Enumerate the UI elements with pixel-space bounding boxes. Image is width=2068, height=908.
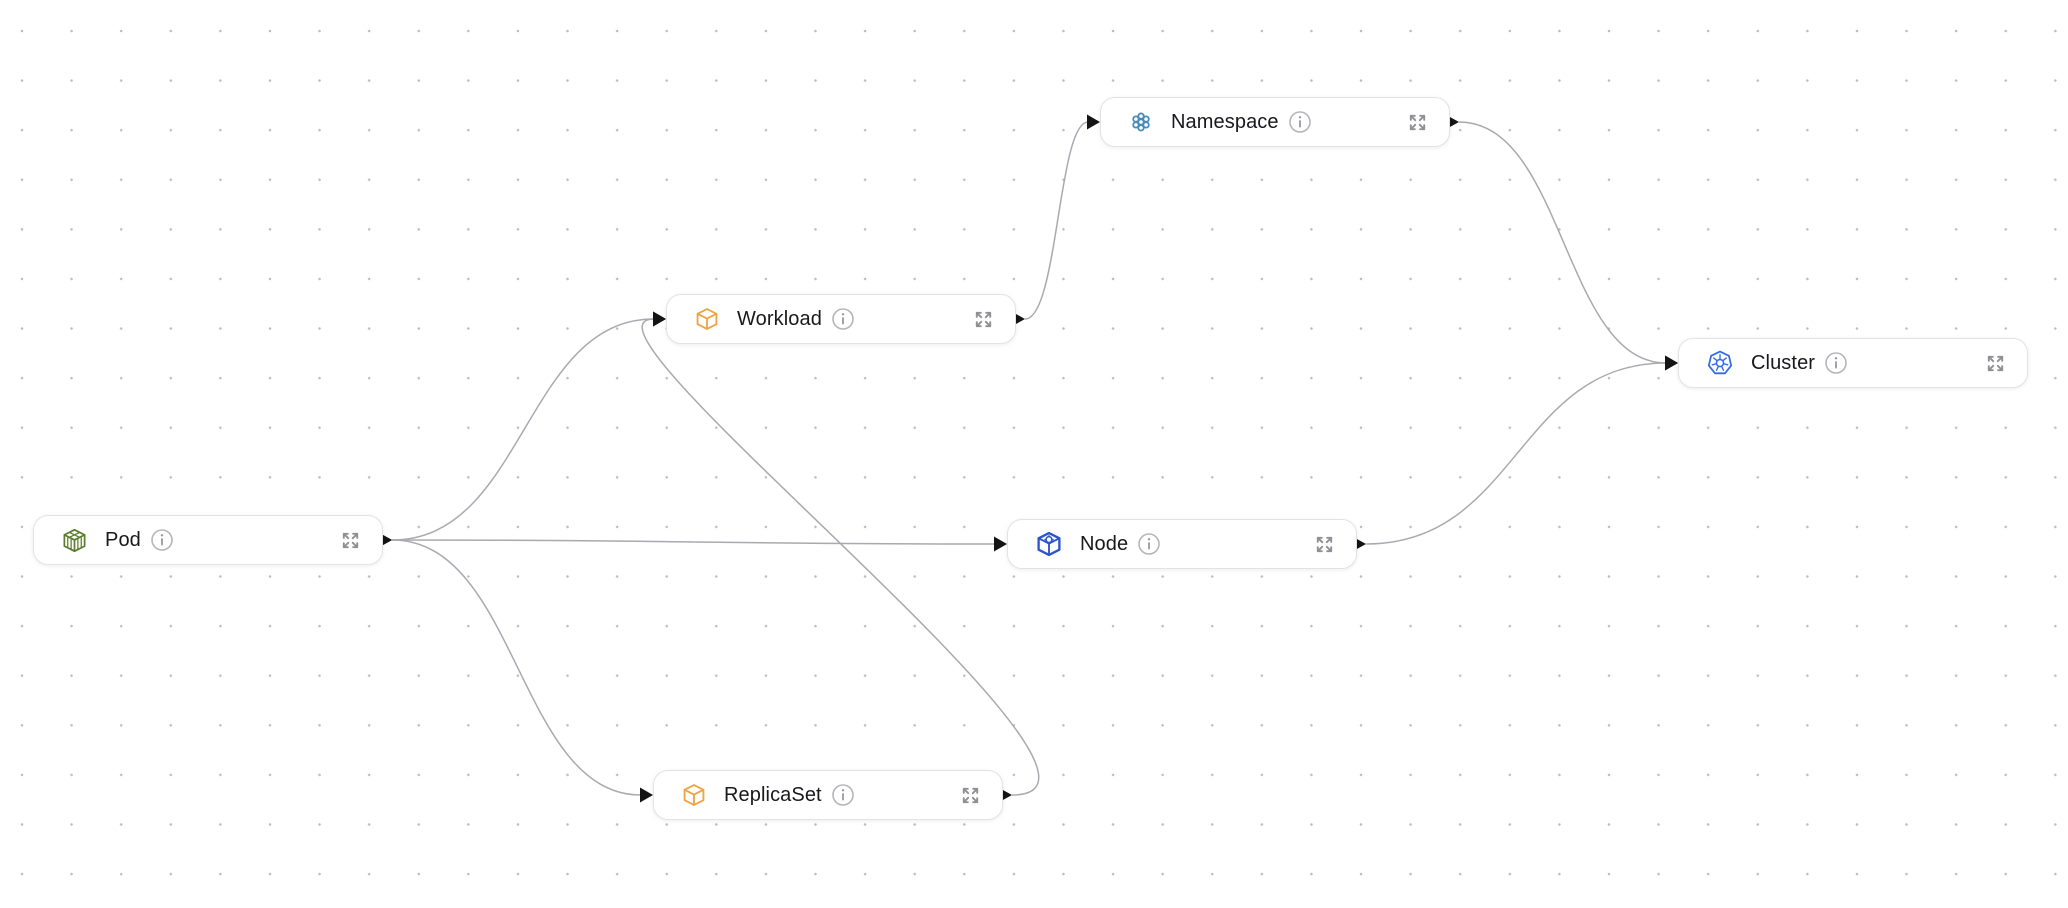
edge-node-to-cluster: [1365, 362, 1667, 545]
expand-icon[interactable]: [1313, 533, 1336, 556]
namespace-circles-icon: [1128, 109, 1154, 135]
replicaset-cube-icon: [681, 782, 707, 808]
expand-icon[interactable]: [339, 529, 362, 552]
node-cube-icon: [1035, 530, 1063, 558]
source-handle-arrow: [382, 534, 392, 546]
expand-icon[interactable]: [1406, 111, 1429, 134]
info-icon[interactable]: [150, 528, 174, 552]
edge-pod-to-node: [391, 539, 996, 545]
edge-pod-to-workload: [391, 318, 655, 541]
edge-workload-to-namespace: [1024, 121, 1089, 320]
node-card-namespace[interactable]: Namespace: [1100, 97, 1450, 147]
source-handle-arrow: [382, 534, 392, 546]
node-label: Node: [1080, 532, 1129, 555]
node-card-replicaset[interactable]: ReplicaSet: [653, 770, 1003, 820]
edge-namespace-to-cluster: [1458, 121, 1667, 364]
node-label: Workload: [737, 307, 822, 330]
expand-icon[interactable]: [972, 308, 995, 331]
info-icon[interactable]: [1137, 532, 1161, 556]
info-icon[interactable]: [1288, 110, 1312, 134]
pod-cube-icon: [61, 527, 88, 554]
target-arrowhead: [1087, 114, 1100, 130]
expand-icon[interactable]: [959, 784, 982, 807]
edge-replicaset-to-workload: [641, 318, 1040, 796]
node-label: Cluster: [1751, 351, 1816, 374]
source-handle-arrow: [1449, 116, 1459, 128]
node-card-pod[interactable]: Pod: [33, 515, 383, 565]
target-arrowhead: [994, 536, 1007, 552]
target-arrowhead: [1665, 355, 1678, 371]
node-label: Namespace: [1171, 110, 1279, 133]
workload-cube-icon: [694, 306, 720, 332]
node-label: Pod: [105, 528, 141, 551]
target-arrowhead: [653, 311, 666, 327]
source-handle-arrow: [1002, 789, 1012, 801]
node-card-cluster[interactable]: Cluster: [1678, 338, 2028, 388]
expand-icon[interactable]: [1984, 352, 2007, 375]
target-arrowhead: [653, 311, 666, 327]
node-label: ReplicaSet: [724, 783, 822, 806]
target-arrowhead: [1665, 355, 1678, 371]
kubernetes-wheel-icon: [1706, 349, 1734, 377]
source-handle-arrow: [382, 534, 392, 546]
source-handle-arrow: [1356, 538, 1366, 550]
info-icon[interactable]: [1824, 351, 1848, 375]
edge-pod-to-replicaset: [391, 539, 642, 796]
node-card-workload[interactable]: Workload: [666, 294, 1016, 344]
node-card-node[interactable]: Node: [1007, 519, 1357, 569]
info-icon[interactable]: [831, 783, 855, 807]
info-icon[interactable]: [831, 307, 855, 331]
target-arrowhead: [640, 787, 653, 803]
source-handle-arrow: [1015, 313, 1025, 325]
